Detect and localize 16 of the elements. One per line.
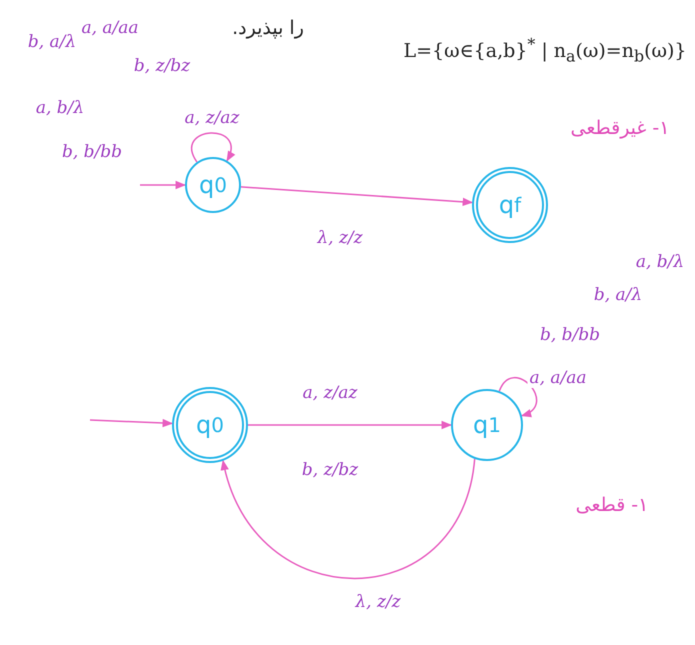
arrow: [498, 377, 538, 416]
edge-label: a, z/az: [182, 108, 242, 128]
transition-label: b, z/bz: [300, 460, 360, 480]
edge-label: a, z/az: [300, 383, 360, 403]
edge-label: λ, z/z: [353, 592, 403, 612]
edge-label: λ, z/z: [315, 228, 365, 248]
transition-label: b, z/bz: [132, 56, 192, 76]
handwritten-note: را بپذیرد.: [232, 17, 304, 39]
arrow: [191, 132, 234, 162]
arrow: [222, 458, 476, 580]
arrow: [240, 186, 474, 206]
arrow: [140, 180, 186, 190]
handwritten-note: ۱- قطعی: [576, 494, 648, 516]
arrow: [90, 418, 174, 428]
language-definition: L={ω∈{a,b}$^{*}$ | n$_{a}$(ω)=n$_{b}$(ω)}: [404, 34, 686, 66]
handwritten-note: ۱- غیرقطعی: [570, 117, 670, 139]
